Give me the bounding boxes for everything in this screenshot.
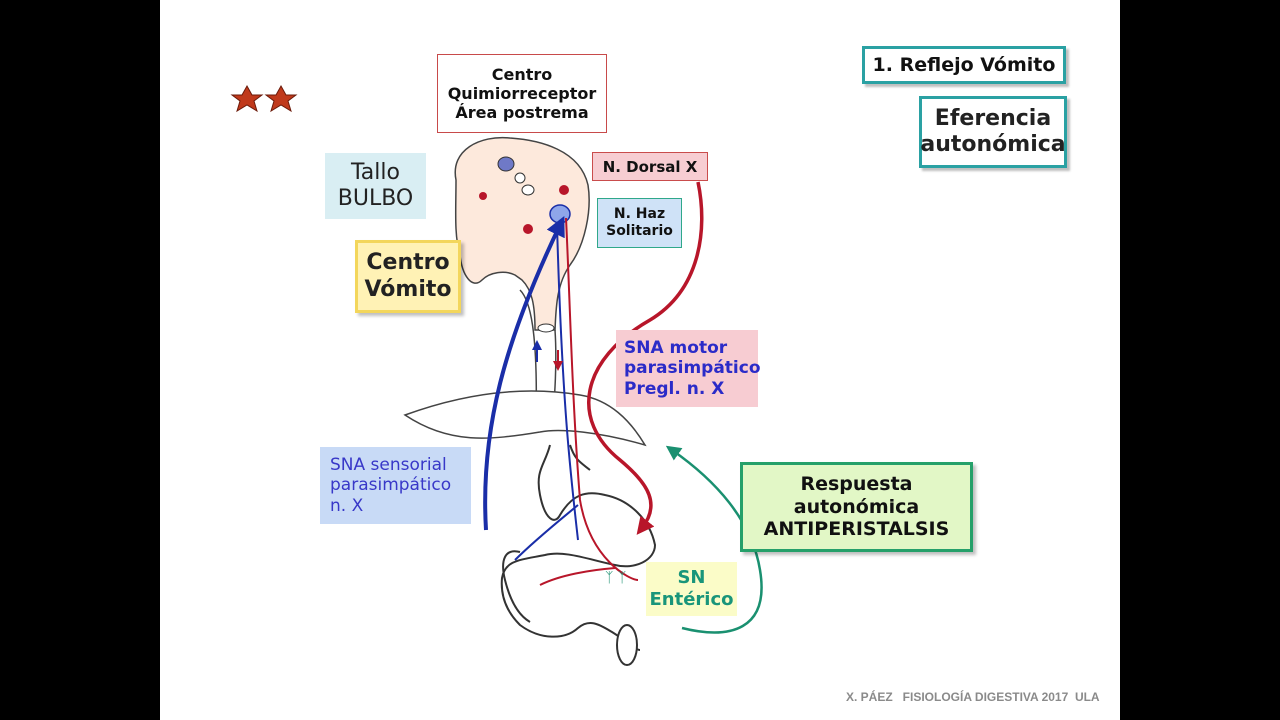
label-respuesta-autonomica: Respuesta autonómica ANTIPERISTALSIS (740, 462, 973, 552)
stomach-intestine-illustration (500, 444, 657, 666)
motor-pathway (587, 181, 704, 535)
anatomy-diagram: ᛉ ᛉ (230, 84, 763, 666)
label-sn-enterico: SN Entérico (646, 562, 737, 616)
label-centro-vomito: Centro Vómito (355, 240, 461, 313)
label-tallo-bulbo: Tallo BULBO (325, 153, 426, 219)
sensory-pathway (483, 215, 565, 531)
label-centro-quimiorreceptor: Centro Quimiorreceptor Área postrema (437, 54, 607, 133)
sensory-loop (514, 504, 579, 561)
motor-branch (565, 217, 639, 581)
diaphragm-illustration (403, 390, 647, 447)
star-icon (230, 84, 264, 113)
label-sna-sensorial: SNA sensorial parasimpático n. X (320, 447, 471, 524)
enteric-arrow (665, 445, 763, 634)
stars-decoration (230, 84, 298, 113)
label-n-dorsal: N. Dorsal X (592, 152, 708, 181)
slide: ᛉ ᛉ 1. Reflejo Vómito Eferencia autonómi… (160, 0, 1120, 720)
label-n-haz-solitario: N. Haz Solitario (597, 198, 682, 248)
motor-branch-2 (539, 567, 616, 586)
enteric-neuron-icon: ᛉ ᛉ (605, 570, 626, 586)
star-icon (264, 84, 298, 113)
slide-subtitle: Eferencia autonómica (919, 96, 1067, 168)
slide-title: 1. Reflejo Vómito (862, 46, 1066, 84)
sensory-branch (556, 224, 579, 541)
footer-credit: X. PÁEZ FISIOLOGÍA DIGESTIVA 2017 ULA (846, 690, 1100, 704)
label-sna-motor: SNA motor parasimpático Pregl. n. X (616, 330, 761, 407)
